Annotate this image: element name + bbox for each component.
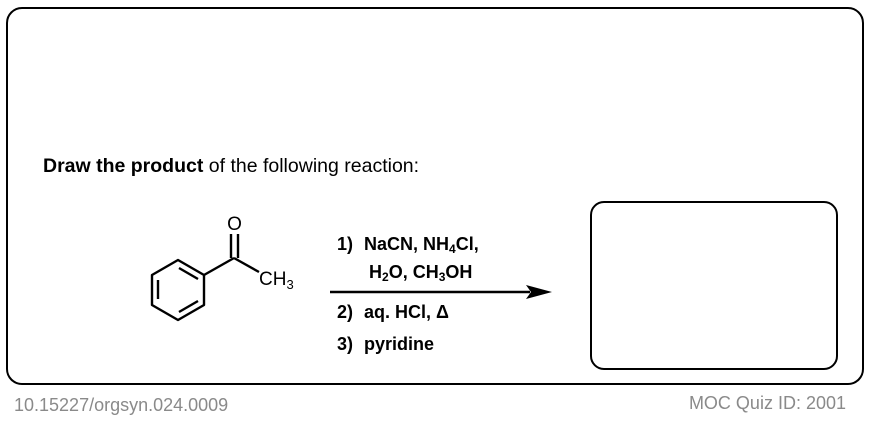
step3-reagents: pyridine — [364, 334, 435, 354]
doi-reference: 10.15227/orgsyn.024.0009 — [14, 395, 229, 415]
step1-reagent-a-tail: Cl, — [455, 234, 479, 254]
oxygen-label: O — [227, 214, 242, 235]
step2-reagents: aq. HCl, Δ — [364, 302, 449, 322]
condition-step1-line2: H2O, CH3OH — [369, 262, 472, 283]
question-rest: of the following reaction: — [203, 155, 420, 177]
step1-reagents: NaCN, NH4Cl, — [364, 234, 479, 256]
methyl-bond — [233, 256, 260, 274]
starting-material: O CH3 — [135, 210, 315, 330]
methyl-subscript: 3 — [286, 277, 293, 292]
quiz-id: MOC Quiz ID: 2001 — [688, 393, 846, 413]
arrow-graphic — [330, 285, 552, 299]
step1-number: 1) — [337, 234, 354, 254]
condition-step3: 3) pyridine — [337, 334, 434, 355]
step1-reagent-a-sub: 4 — [449, 242, 456, 256]
methyl-ch: CH — [259, 269, 286, 290]
methyl-label: CH3 — [259, 269, 294, 292]
product-answer-box[interactable] — [590, 201, 838, 370]
reaction-arrow — [330, 282, 555, 307]
step1-solvent-mid: O, CH — [388, 262, 439, 282]
condition-step2: 2) aq. HCl, Δ — [337, 302, 449, 323]
step3-number: 3) — [337, 334, 354, 354]
step1-solvent-oh: OH — [445, 262, 473, 282]
question-bold: Draw the product — [43, 155, 204, 177]
step1-solvent-ch-sub: 3 — [438, 270, 446, 284]
step1-reagent-a: NaCN, NH — [364, 234, 450, 254]
question-prompt: Draw the product of the following reacti… — [43, 155, 419, 178]
arrow-head — [526, 285, 552, 299]
step2-number: 2) — [337, 302, 354, 322]
step1-solvent-h: H — [369, 262, 382, 282]
step1-solvent-h-sub: 2 — [382, 270, 389, 284]
benzene-ring — [150, 258, 206, 322]
condition-step1-line1: 1) NaCN, NH4Cl, — [337, 234, 479, 255]
ring-carbonyl-bond — [203, 256, 235, 277]
acetophenone-structure: O CH3 — [150, 214, 294, 322]
